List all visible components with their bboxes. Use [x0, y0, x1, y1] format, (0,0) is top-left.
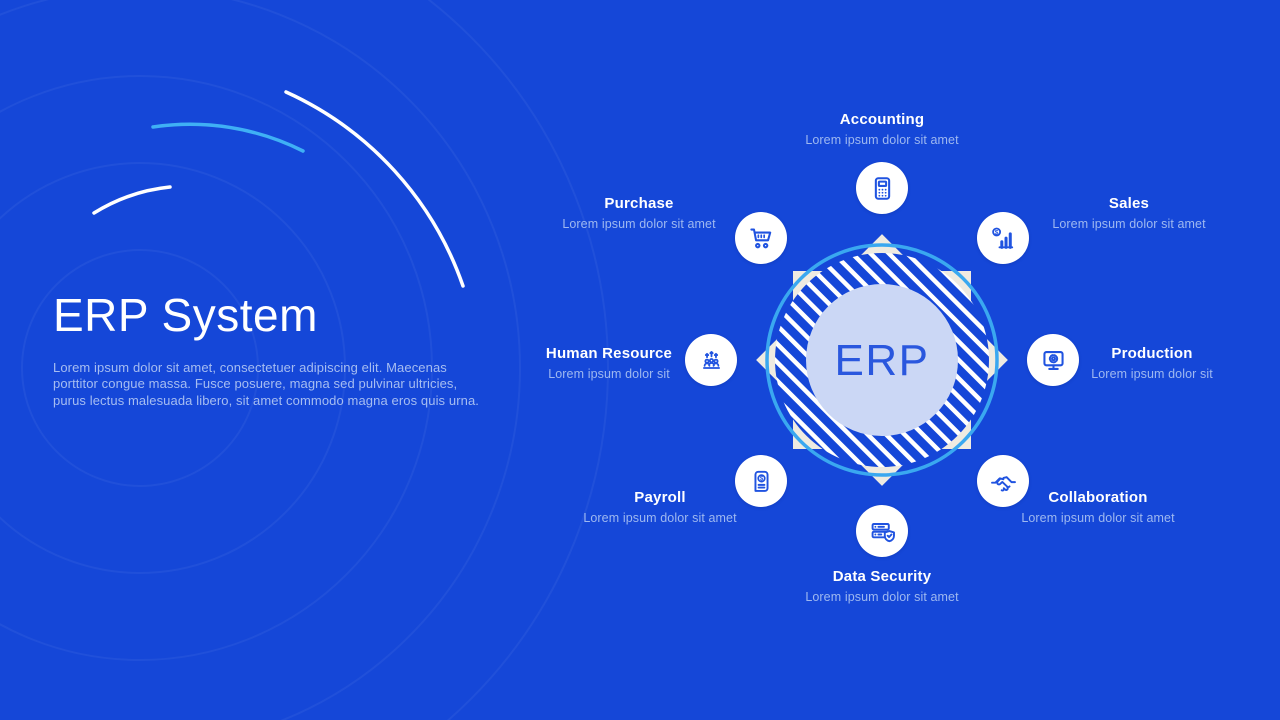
node-title: Payroll — [634, 489, 686, 506]
node-data-security — [856, 505, 908, 557]
hub-label: ERP — [835, 336, 930, 385]
page-title: ERP System — [53, 289, 318, 341]
label-collaboration: Collaboration Lorem ipsum dolor sit amet — [1021, 488, 1174, 527]
handshake-icon — [990, 475, 1016, 491]
node-title: Accounting — [839, 111, 925, 128]
label-accounting: Accounting Lorem ipsum dolor sit amet — [805, 110, 958, 149]
node-desc: Lorem ipsum dolor sit amet — [805, 133, 959, 147]
label-production: Production Lorem ipsum dolor sit — [1091, 344, 1213, 383]
monitor-gear-icon — [1042, 350, 1064, 370]
server-shield-icon — [871, 522, 895, 542]
slide-description: Lorem ipsum dolor sit amet, consectetuer… — [53, 359, 479, 408]
node-desc: Lorem ipsum dolor sit amet — [583, 511, 737, 525]
hub-inner-circle — [806, 284, 958, 436]
node-sales: $ — [977, 212, 1029, 264]
node-desc: Lorem ipsum dolor sit amet — [562, 217, 716, 231]
receipt-dollar-icon: $ — [753, 470, 769, 492]
node-desc: Lorem ipsum dolor sit amet — [1021, 511, 1175, 525]
calculator-icon — [874, 176, 890, 200]
cyan-ring — [765, 243, 999, 477]
shopping-cart-icon — [749, 228, 771, 248]
node-title: Sales — [1108, 195, 1150, 212]
svg-text:$: $ — [994, 229, 998, 236]
cyan-arc — [151, 122, 305, 153]
node-title: Production — [1111, 345, 1193, 362]
white-short-arc — [92, 185, 172, 215]
team-growth-icon — [702, 350, 720, 369]
svg-text:$: $ — [759, 476, 763, 482]
node-title: Data Security — [832, 568, 932, 585]
node-payroll: $ — [735, 455, 787, 507]
node-human-resource — [685, 334, 737, 386]
node-purchase — [735, 212, 787, 264]
node-title: Collaboration — [1048, 489, 1148, 506]
faint-circles — [0, 0, 609, 720]
label-payroll: Payroll Lorem ipsum dolor sit amet — [583, 488, 736, 527]
node-production — [1027, 334, 1079, 386]
label-sales: Sales Lorem ipsum dolor sit amet — [1052, 194, 1205, 233]
label-purchase: Purchase Lorem ipsum dolor sit amet — [562, 194, 715, 233]
left-panel: ERP System Lorem ipsum dolor sit amet, c… — [53, 289, 498, 409]
node-desc: Lorem ipsum dolor sit — [1091, 367, 1213, 381]
node-collaboration — [977, 455, 1029, 507]
node-accounting — [856, 162, 908, 214]
label-data-security: Data Security Lorem ipsum dolor sit amet — [805, 567, 958, 606]
bar-chart-dollar-icon: $ — [991, 227, 1013, 249]
node-desc: Lorem ipsum dolor sit amet — [1052, 217, 1206, 231]
node-desc: Lorem ipsum dolor sit amet — [805, 590, 959, 604]
node-desc: Lorem ipsum dolor sit — [548, 367, 670, 381]
node-title: Purchase — [604, 195, 674, 212]
erp-hub: ERP — [756, 234, 1008, 486]
label-human-resource: Human Resource Lorem ipsum dolor sit — [546, 344, 672, 383]
node-title: Human Resource — [545, 345, 673, 362]
white-long-arc — [284, 90, 465, 288]
